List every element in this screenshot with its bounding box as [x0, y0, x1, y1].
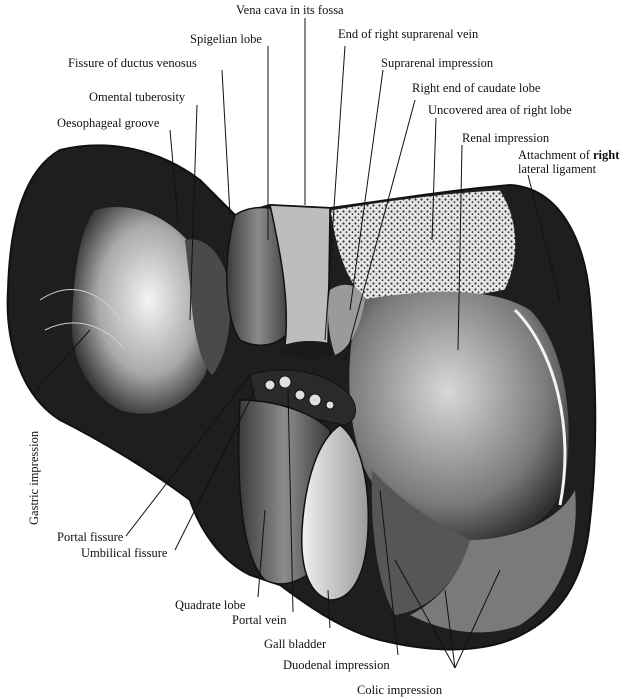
label-spigelian-lobe: Spigelian lobe	[190, 32, 262, 46]
label-duodenal-impression: Duodenal impression	[283, 658, 390, 672]
label-colic-impression: Colic impression	[357, 683, 443, 697]
portal-vessels	[264, 375, 335, 410]
label-fissure-ductus-venosus: Fissure of ductus venosus	[68, 56, 197, 70]
omental-tuberosity	[185, 239, 231, 375]
uncovered-area	[329, 189, 517, 301]
colic-impression-area	[410, 490, 576, 633]
label-uncovered-area: Uncovered area of right lobe	[428, 103, 572, 117]
vena-cava-opening	[280, 341, 340, 359]
label-renal-impression: Renal impression	[462, 131, 550, 145]
gall-bladder-shape	[301, 424, 369, 601]
label-gall-bladder: Gall bladder	[264, 637, 327, 651]
label-portal-fissure: Portal fissure	[57, 530, 124, 544]
renal-impression-area	[349, 291, 569, 540]
label-portal-vein: Portal vein	[232, 613, 287, 627]
label-right-end-caudate-lobe: Right end of caudate lobe	[412, 81, 541, 95]
label-end-right-suprarenal-vein: End of right suprarenal vein	[338, 27, 479, 41]
label-oesophageal-groove: Oesophageal groove	[57, 116, 160, 130]
duodenal-impression-area	[371, 470, 470, 615]
gastric-impression-area	[71, 206, 212, 414]
suprarenal-impression-area	[327, 284, 365, 355]
label-omental-tuberosity: Omental tuberosity	[89, 90, 186, 104]
label-gastric-impression: Gastric impression	[27, 430, 41, 525]
label-umbilical-fissure: Umbilical fissure	[81, 546, 168, 560]
label-quadrate-lobe: Quadrate lobe	[175, 598, 246, 612]
label-suprarenal-impression: Suprarenal impression	[381, 56, 494, 70]
label-attachment-right-lateral-ligament: Attachment of right	[518, 148, 620, 162]
label-attachment-line2: lateral ligament	[518, 162, 597, 176]
label-vena-cava: Vena cava in its fossa	[236, 3, 344, 17]
leader-lines	[35, 18, 561, 669]
